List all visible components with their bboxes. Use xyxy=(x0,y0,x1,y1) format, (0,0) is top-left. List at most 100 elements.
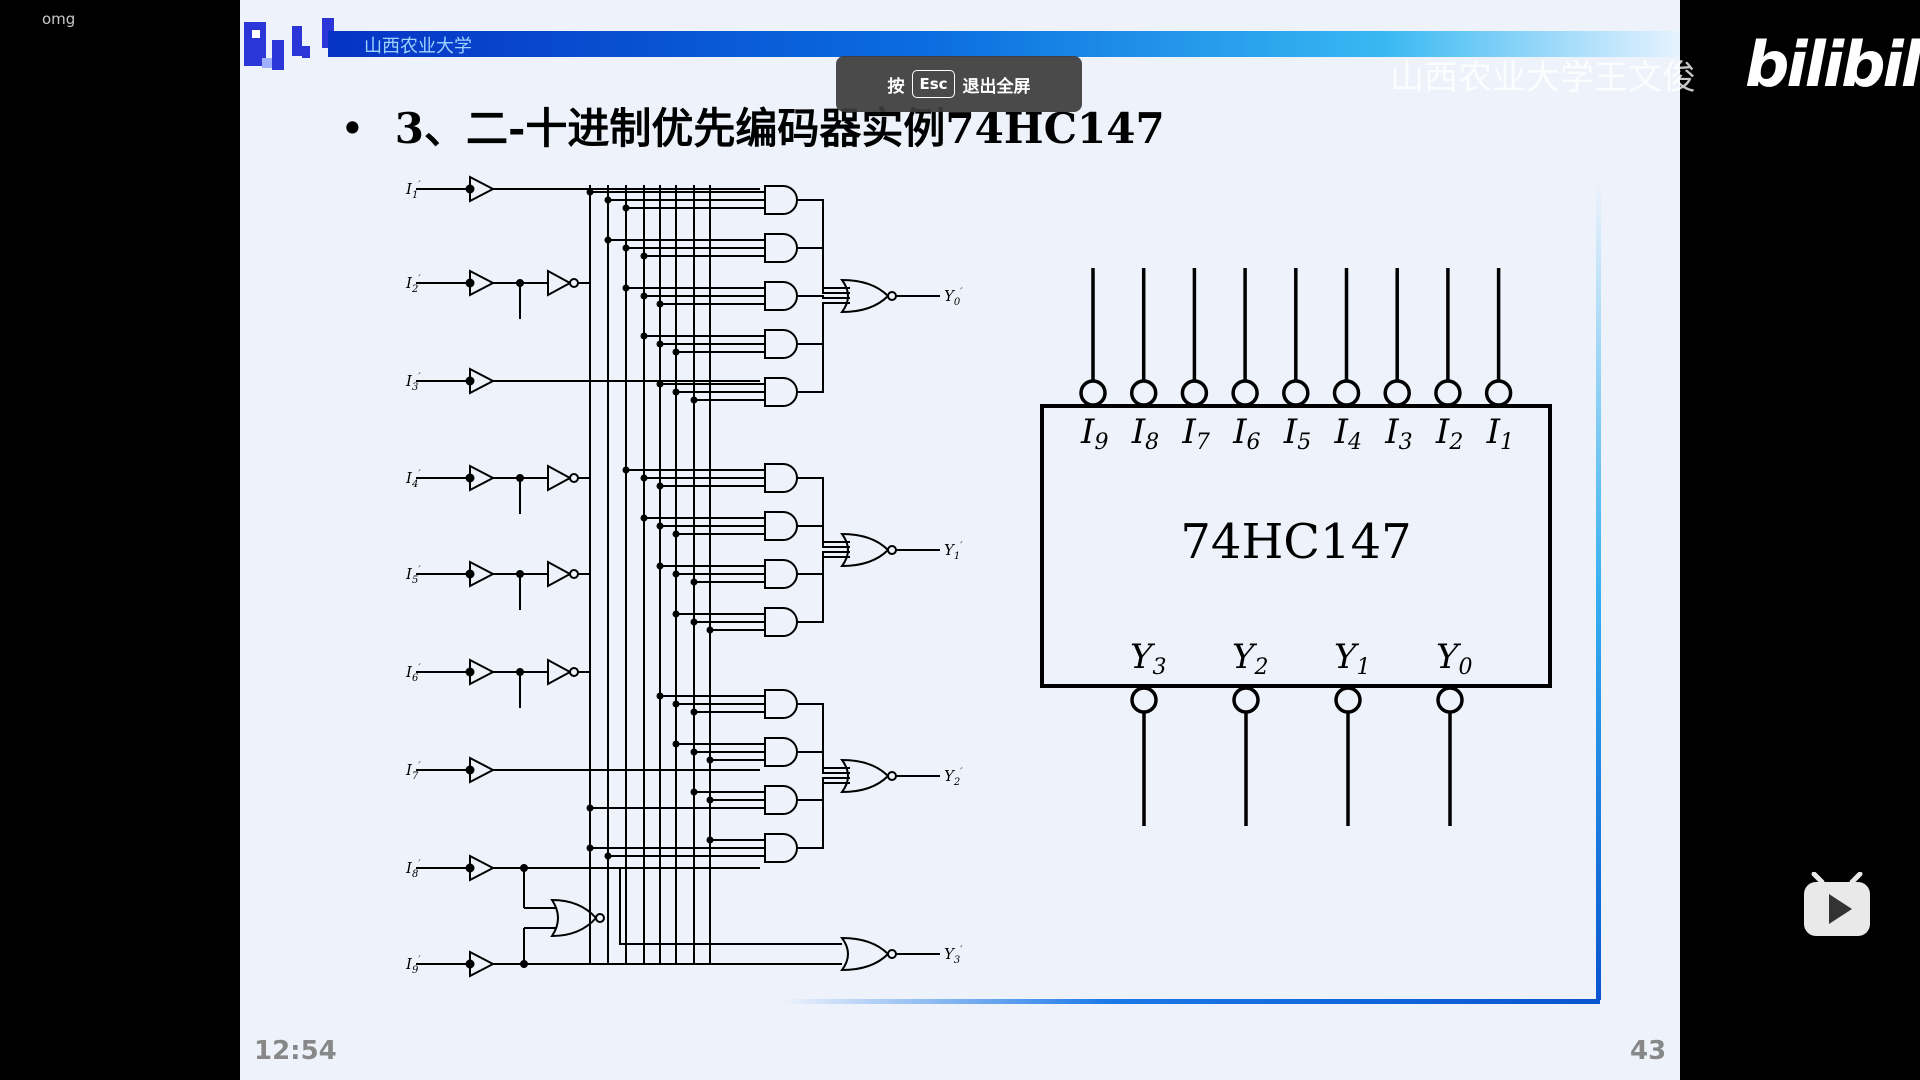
input-label: I2′ xyxy=(405,274,421,295)
junction-dot xyxy=(622,244,630,252)
and-gate xyxy=(764,377,798,407)
label-prime: ′ xyxy=(960,767,963,778)
and-gate xyxy=(764,281,798,311)
or-gate xyxy=(840,758,890,794)
junction-dot xyxy=(706,756,714,764)
junction-dot xyxy=(706,626,714,634)
slide: 山西农业大学 •3、二-十进制优先编码器实例74HC147 I1′I2′I3′I… xyxy=(240,0,1680,1080)
pin-base: I xyxy=(1232,412,1247,452)
inverter-bubble xyxy=(569,667,579,677)
bilibili-logo: bilibili xyxy=(1745,28,1920,101)
buffer-gate xyxy=(469,756,496,784)
pin-sub: 5 xyxy=(1297,430,1311,455)
or-gate xyxy=(840,936,890,972)
pin-base: Y xyxy=(1334,637,1360,677)
header-bar xyxy=(328,31,1680,57)
and-output-wire xyxy=(797,295,850,299)
pin-base: I xyxy=(1283,412,1298,452)
pin-base: I xyxy=(1435,412,1450,452)
pin-base: I xyxy=(1486,412,1501,452)
label-sub: 1 xyxy=(412,190,418,201)
junction-dot xyxy=(640,292,648,300)
label-sub: 2 xyxy=(411,284,418,295)
junction-dot xyxy=(640,252,648,260)
wire xyxy=(524,867,842,945)
decor-horizontal-line xyxy=(780,999,1600,1004)
label-prime: ′ xyxy=(418,955,421,966)
label-sub: 4 xyxy=(411,479,418,490)
junction-dot xyxy=(622,204,630,212)
and-gate xyxy=(764,559,798,589)
input-label: I5′ xyxy=(405,565,421,586)
junction-dot xyxy=(640,332,648,340)
pin-bubble xyxy=(1129,379,1158,407)
input-pin-label: I4 xyxy=(1334,412,1362,455)
junction-dot xyxy=(690,396,698,404)
and-output-wire xyxy=(797,477,850,543)
pin-bubble xyxy=(1434,379,1462,407)
junction-dot xyxy=(656,300,664,308)
label-prime: ′ xyxy=(418,859,421,870)
buffer-gate xyxy=(469,950,496,978)
junction-dot xyxy=(656,562,664,570)
label-base: I xyxy=(405,859,413,877)
pin-sub: 1 xyxy=(1356,655,1370,680)
circuit-labels: I1′I2′I3′I4′I5′I6′I7′I8′I9′Y0′Y1′Y2′Y3′ xyxy=(405,180,963,976)
output-label: Y0′ xyxy=(944,287,963,308)
label-prime: ′ xyxy=(418,372,421,383)
watermark-text: 山西农业大学王文俊 xyxy=(1390,58,1696,98)
toast-prefix: 按 xyxy=(887,76,905,97)
junction-dot xyxy=(640,474,648,482)
label-base: Y xyxy=(944,767,956,785)
junction-dot xyxy=(690,578,698,586)
and-gate xyxy=(764,737,798,767)
corner-label: omg xyxy=(42,10,76,28)
and-output-wire xyxy=(797,703,850,769)
gate-bubble xyxy=(887,545,897,555)
inverter-bubble xyxy=(569,278,579,288)
output-pin-label: Y3 xyxy=(1130,637,1166,680)
gate-bubble xyxy=(887,949,897,959)
pin-bubble xyxy=(1436,686,1464,714)
pin-sub: 9 xyxy=(1094,430,1108,455)
pin-bubble xyxy=(1383,379,1411,407)
chip-name: 74HC147 xyxy=(1180,514,1411,570)
label-sub: 7 xyxy=(412,771,419,782)
or-gate xyxy=(840,532,890,568)
input-label: I8′ xyxy=(405,859,421,880)
junction-dot xyxy=(672,530,680,538)
buffer-gate xyxy=(469,658,496,686)
title-text: 3、二-十进制优先编码器实例74HC147 xyxy=(394,104,1165,153)
junction-dot xyxy=(586,844,594,852)
pin-base: Y xyxy=(1232,637,1258,677)
pin-sub: 3 xyxy=(1399,430,1413,455)
and-output-wire xyxy=(797,525,850,548)
input-label: I4′ xyxy=(405,469,421,490)
label-base: Y xyxy=(944,945,956,963)
play-icon[interactable] xyxy=(1802,872,1872,938)
label-sub: 1 xyxy=(954,551,960,562)
output-pin-label: Y2 xyxy=(1232,637,1268,680)
label-base: I xyxy=(405,663,413,681)
output-pin-label: Y1 xyxy=(1334,637,1370,680)
or-gate xyxy=(550,898,598,938)
and-gate xyxy=(764,689,798,719)
junction-dot xyxy=(672,570,680,578)
junction-dot xyxy=(690,748,698,756)
junction-dot xyxy=(690,708,698,716)
label-prime: ′ xyxy=(418,761,421,772)
junction-dot xyxy=(656,522,664,530)
pin-sub: 4 xyxy=(1347,430,1362,455)
pin-bubble xyxy=(1079,379,1107,407)
pin-bubble xyxy=(1180,379,1209,407)
junction-dot xyxy=(622,466,630,474)
label-sub: 5 xyxy=(412,575,418,586)
and-output-wire xyxy=(797,556,850,623)
label-sub: 2 xyxy=(953,777,960,788)
pin-sub: 0 xyxy=(1458,655,1472,680)
and-output-wire xyxy=(797,247,850,294)
label-prime: ′ xyxy=(418,663,421,674)
or-gate xyxy=(840,278,890,314)
input-label: I7′ xyxy=(405,761,421,782)
